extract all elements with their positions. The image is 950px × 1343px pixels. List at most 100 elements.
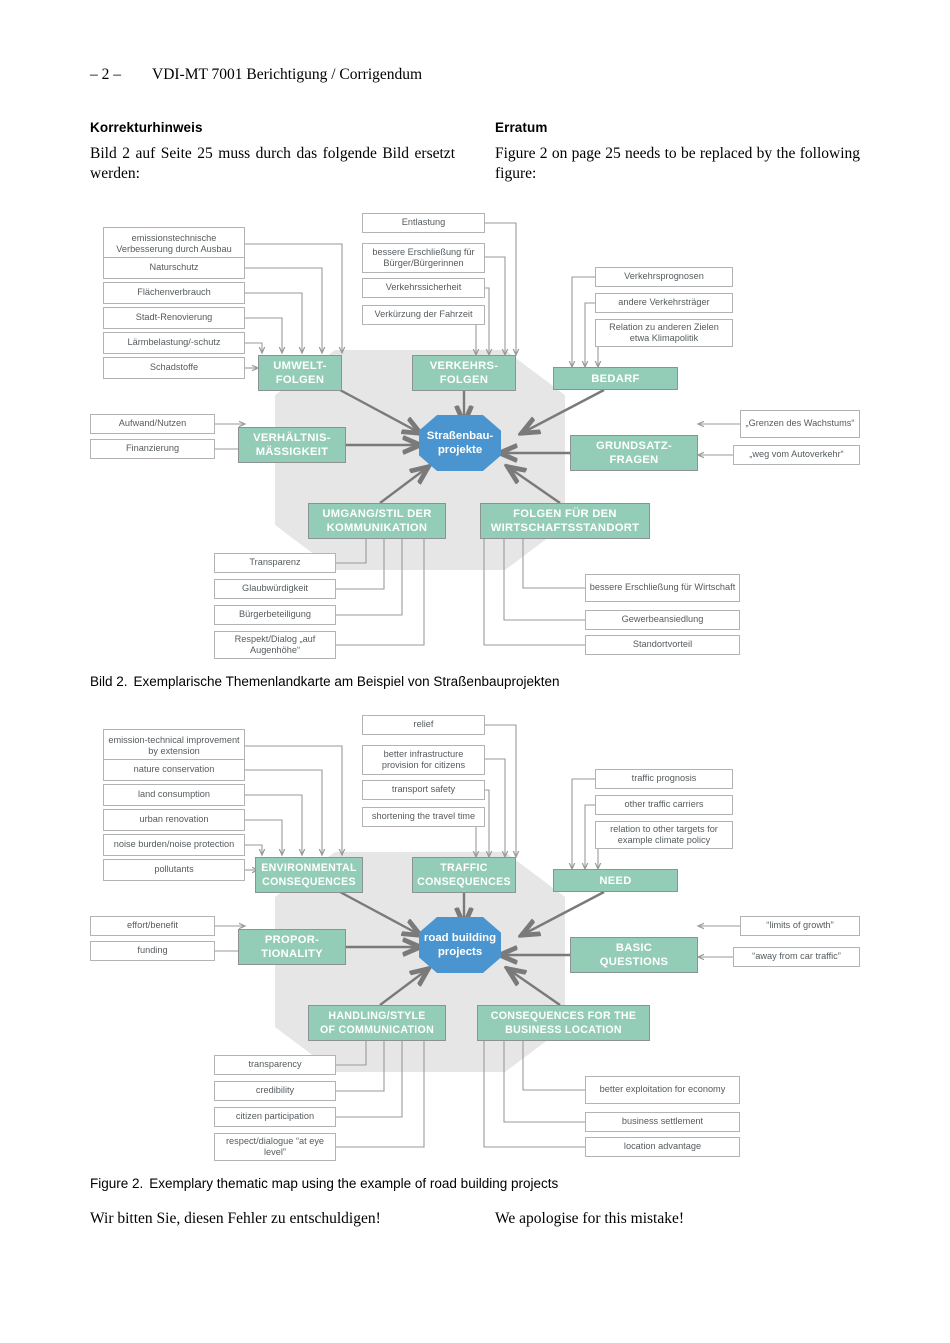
leaf-box: Lärmbelastung/-schutz bbox=[103, 332, 245, 354]
leaf-box: „weg vom Autoverkehr“ bbox=[733, 445, 860, 465]
caption-text: Exemplarische Themenlandkarte am Beispie… bbox=[133, 674, 560, 689]
leaf-box: land consumption bbox=[103, 784, 245, 806]
theme-label-line2: CONSEQUENCES bbox=[262, 876, 356, 888]
theme-box-traffic: TRAFFIC CONSEQUENCES bbox=[412, 857, 516, 893]
hub-label-line1: road building bbox=[423, 932, 497, 944]
leaf-box: emissionstechnische Verbesserung durch A… bbox=[103, 227, 245, 261]
theme-box-communication: UMGANG/STIL DER KOMMUNIKATION bbox=[308, 503, 446, 539]
theme-label-line2: MÄSSIGKEIT bbox=[255, 446, 329, 458]
theme-label-line2: FRAGEN bbox=[609, 454, 659, 466]
leaf-box: citizen participation bbox=[214, 1107, 336, 1127]
theme-label-line2: QUESTIONS bbox=[599, 956, 669, 968]
erratum-body: Figure 2 on page 25 needs to be replaced… bbox=[495, 145, 860, 182]
leaf-box: effort/benefit bbox=[90, 916, 215, 936]
theme-label-line2: CONSEQUENCES bbox=[417, 876, 511, 888]
theme-label-line2: OF COMMUNICATION bbox=[319, 1024, 435, 1036]
theme-label-line2: BUSINESS LOCATION bbox=[505, 1024, 622, 1036]
leaf-box: Aufwand/Nutzen bbox=[90, 414, 215, 434]
leaf-box: credibility bbox=[214, 1081, 336, 1101]
leaf-box: Standortvorteil bbox=[585, 635, 740, 655]
leaf-box: transparency bbox=[214, 1055, 336, 1075]
closing-line-german: Wir bitten Sie, diesen Fehler zu entschu… bbox=[90, 1210, 381, 1227]
theme-label-line1: VERHÄLTNIS- bbox=[253, 432, 331, 444]
leaf-box: “away from car traffic” bbox=[733, 947, 860, 967]
theme-label-line1: UMGANG/STIL DER bbox=[322, 508, 432, 520]
theme-box-environment: ENVIRONMENTAL CONSEQUENCES bbox=[255, 857, 363, 893]
leaf-box: Schadstoffe bbox=[103, 357, 245, 379]
correction-notice-heading: Korrekturhinweis bbox=[90, 120, 203, 135]
theme-box-business-location: FOLGEN FÜR DEN WIRTSCHAFTSSTANDORT bbox=[480, 503, 650, 539]
erratum-heading: Erratum bbox=[495, 120, 548, 135]
theme-label-line2: FOLGEN bbox=[439, 374, 489, 386]
figure-caption-german: Bild 2. Exemplarische Themenlandkarte am … bbox=[90, 674, 560, 689]
theme-label-line1: CONSEQUENCES FOR THE bbox=[490, 1010, 637, 1022]
leaf-box: relation to other targets for example cl… bbox=[595, 821, 733, 849]
leaf-box: Verkehrsprognosen bbox=[595, 267, 733, 287]
theme-label-line1: GRUNDSATZ- bbox=[595, 440, 673, 452]
leaf-box: better exploitation for economy bbox=[585, 1076, 740, 1104]
leaf-box: Bürgerbeteiligung bbox=[214, 605, 336, 625]
leaf-box: other traffic carriers bbox=[595, 795, 733, 815]
leaf-box: business settlement bbox=[585, 1112, 740, 1132]
leaf-box: Transparenz bbox=[214, 553, 336, 573]
thematic-map-german: emissionstechnische Verbesserung durch A… bbox=[0, 205, 950, 665]
theme-label-line1: ENVIRONMENTAL bbox=[261, 862, 357, 874]
leaf-box: bessere Erschließung für Wirtschaft bbox=[585, 574, 740, 602]
theme-box-traffic: VERKEHRS- FOLGEN bbox=[412, 355, 516, 391]
theme-box-need: BEDARF bbox=[553, 367, 678, 390]
leaf-box: respect/dialogue “at eye level” bbox=[214, 1133, 336, 1161]
leaf-box: Gewerbeansiedlung bbox=[585, 610, 740, 630]
correction-notice-column: Korrekturhinweis Bild 2 auf Seite 25 mus… bbox=[90, 120, 455, 184]
theme-label-line1: UMWELT- bbox=[273, 360, 327, 372]
hub-label-line1: Straßenbau- bbox=[426, 430, 494, 442]
leaf-box: location advantage bbox=[585, 1137, 740, 1157]
hub-node: Straßenbau- projekte bbox=[419, 415, 501, 471]
erratum-column: Erratum Figure 2 on page 25 needs to be … bbox=[495, 120, 860, 184]
leaf-box: andere Verkehrsträger bbox=[595, 293, 733, 313]
theme-label-line1: BASIC bbox=[615, 942, 653, 954]
theme-label-line1: TRAFFIC bbox=[440, 862, 488, 874]
leaf-box: shortening the travel time bbox=[362, 807, 485, 827]
leaf-box: emission-technical improvement by extens… bbox=[103, 729, 245, 763]
theme-label-line2: KOMMUNIKATION bbox=[326, 522, 428, 534]
leaf-box: funding bbox=[90, 941, 215, 961]
theme-box-need: NEED bbox=[553, 869, 678, 892]
theme-label-line1: HANDLING/STYLE bbox=[328, 1010, 426, 1022]
leaf-box: noise burden/noise protection bbox=[103, 834, 245, 856]
theme-label-line2: WIRTSCHAFTSSTANDORT bbox=[490, 522, 640, 534]
leaf-box: Verkehrssicherheit bbox=[362, 278, 485, 298]
theme-box-business-location: CONSEQUENCES FOR THE BUSINESS LOCATION bbox=[477, 1005, 650, 1041]
leaf-box: transport safety bbox=[362, 780, 485, 800]
figure-caption-english: Figure 2. Exemplary thematic map using th… bbox=[90, 1176, 558, 1191]
leaf-box: relief bbox=[362, 715, 485, 735]
leaf-box: Glaubwürdigkeit bbox=[214, 579, 336, 599]
leaf-box: Naturschutz bbox=[103, 257, 245, 279]
correction-notice-body: Bild 2 auf Seite 25 muss durch das folge… bbox=[90, 145, 455, 182]
caption-label: Figure 2. bbox=[90, 1176, 144, 1191]
leaf-box: Entlastung bbox=[362, 213, 485, 233]
theme-box-basic-questions: BASIC QUESTIONS bbox=[570, 937, 698, 973]
leaf-box: Flächenverbrauch bbox=[103, 282, 245, 304]
leaf-box: pollutants bbox=[103, 859, 245, 881]
theme-label-line1: PROPOR- bbox=[264, 934, 320, 946]
caption-text: Exemplary thematic map using the example… bbox=[149, 1176, 559, 1191]
leaf-box: Verkürzung der Fahrzeit bbox=[362, 305, 485, 325]
theme-box-proportionality: PROPOR- TIONALITY bbox=[238, 929, 346, 965]
theme-box-environment: UMWELT- FOLGEN bbox=[258, 355, 342, 391]
hub-label-line2: projects bbox=[437, 946, 483, 958]
leaf-box: nature conservation bbox=[103, 759, 245, 781]
leaf-box: “limits of growth” bbox=[740, 916, 860, 936]
theme-box-communication: HANDLING/STYLE OF COMMUNICATION bbox=[308, 1005, 446, 1041]
closing-line-english: We apologise for this mistake! bbox=[495, 1210, 685, 1227]
theme-label-line1: VERKEHRS- bbox=[429, 360, 499, 372]
leaf-box: Finanzierung bbox=[90, 439, 215, 459]
thematic-map-english: emission-technical improvement by extens… bbox=[0, 707, 950, 1167]
leaf-box: „Grenzen des Wachstums“ bbox=[740, 410, 860, 438]
running-head: – 2 –VDI-MT 7001 Berichtigung / Corrigen… bbox=[90, 66, 422, 84]
leaf-box: urban renovation bbox=[103, 809, 245, 831]
document-title: VDI-MT 7001 Berichtigung / Corrigendum bbox=[152, 66, 423, 83]
caption-label: Bild 2. bbox=[90, 674, 128, 689]
hub-label-line2: projekte bbox=[437, 444, 483, 456]
leaf-box: Stadt-Renovierung bbox=[103, 307, 245, 329]
